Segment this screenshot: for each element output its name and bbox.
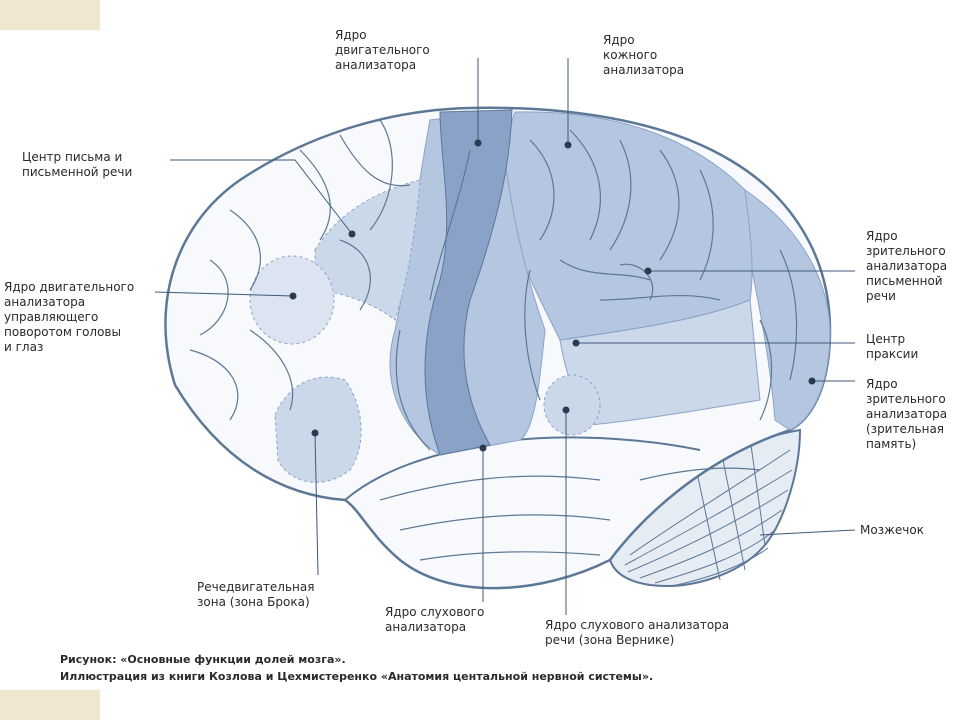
- label-visual-memory: Ядро зрительного анализатора (зрительная…: [866, 377, 948, 451]
- corner-decoration-bottom: [0, 690, 100, 720]
- figure-caption-line1: Рисунок: «Основные функции долей мозга».: [60, 653, 346, 666]
- label-cerebellum: Мозжечок: [860, 523, 924, 537]
- eye-field-zone: [249, 255, 335, 345]
- frontal-mid-zone: [314, 179, 421, 321]
- label-head-eye-motor: Ядро двигательного анализатора управляющ…: [4, 280, 135, 354]
- label-motor-core: Ядро двигательного анализатора: [335, 28, 430, 72]
- figure-caption-line2: Иллюстрация из книги Козлова и Цехмистер…: [60, 670, 654, 683]
- label-skin-core: Ядро кожного анализатора: [603, 33, 685, 77]
- label-writing-center: Центр письма и письменной речи: [22, 150, 133, 179]
- label-broca: Речедвигательная зона (зона Брока): [197, 580, 315, 609]
- motor-strip-zone: [424, 109, 513, 456]
- label-visual-written: Ядро зрительного анализатора письменной …: [866, 229, 948, 303]
- wernicke-zone: [543, 374, 601, 436]
- label-wernicke: Ядро слухового анализатора речи (зона Ве…: [545, 618, 730, 647]
- broca-zone: [274, 376, 362, 483]
- corner-decoration-top: [0, 0, 100, 30]
- label-praxis-center: Центр праксии: [866, 332, 919, 361]
- label-auditory-core: Ядро слухового анализатора: [385, 605, 485, 634]
